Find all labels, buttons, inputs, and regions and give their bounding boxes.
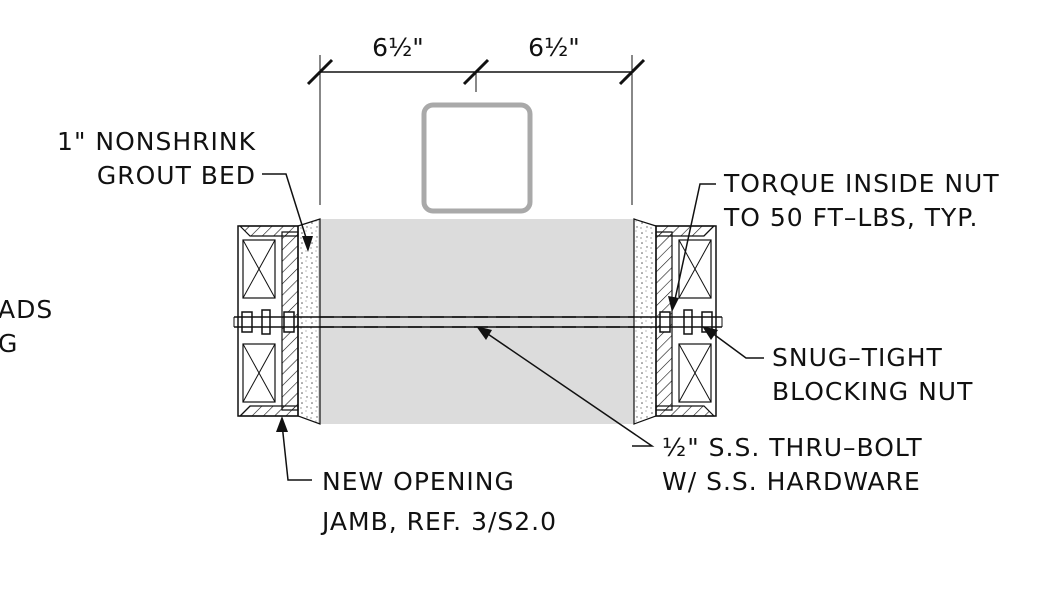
torque-leader <box>673 183 716 305</box>
snug-leader-arrow <box>702 326 718 340</box>
grout-label-line2: GROUT BED <box>97 161 256 190</box>
torque-label-line1: TORQUE INSIDE NUT <box>723 169 1000 198</box>
bolt-label-line2: W/ S.S. HARDWARE <box>662 467 921 496</box>
torque-label-line2: TO 50 FT–LBS, TYP. <box>723 203 978 232</box>
grout-bed-left <box>297 218 321 425</box>
left-jamb <box>237 225 299 417</box>
jamb-label-line1: NEW OPENING <box>322 467 515 496</box>
left-cut-label-line1: ADS <box>0 295 53 324</box>
jamb-leader-arrow <box>276 416 288 432</box>
snug-label-line1: SNUG–TIGHT <box>772 343 943 372</box>
jamb-leader <box>281 423 312 481</box>
snug-leader <box>707 329 764 359</box>
jamb-label-line2: JAMB, REF. 3/S2.0 <box>320 507 557 536</box>
grout-leader-arrow <box>302 236 313 252</box>
dimension-tick-right <box>618 58 646 86</box>
bolt-leader <box>481 329 655 447</box>
dimension-tick-left <box>306 58 334 86</box>
snug-label-line2: BLOCKING NUT <box>772 377 973 406</box>
grout-label-line1: 1" NONSHRINK <box>57 127 256 156</box>
right-jamb <box>655 225 717 417</box>
dimension-label-right: 6½" <box>528 33 580 62</box>
left-cut-label-line2: G <box>0 329 18 358</box>
bolt-leader-arrow <box>476 326 492 340</box>
grout-leader <box>262 173 309 245</box>
dimension-tick-center <box>462 58 490 86</box>
bolt-label-line1: ½" S.S. THRU–BOLT <box>662 433 923 462</box>
dimension-label-left: 6½" <box>372 33 424 62</box>
dimension-string: 6½" 6½" <box>306 33 646 205</box>
post-body <box>318 219 634 424</box>
grout-bed-right <box>633 218 657 425</box>
torque-leader-arrow <box>668 296 679 312</box>
steel-tube-section <box>421 102 533 214</box>
